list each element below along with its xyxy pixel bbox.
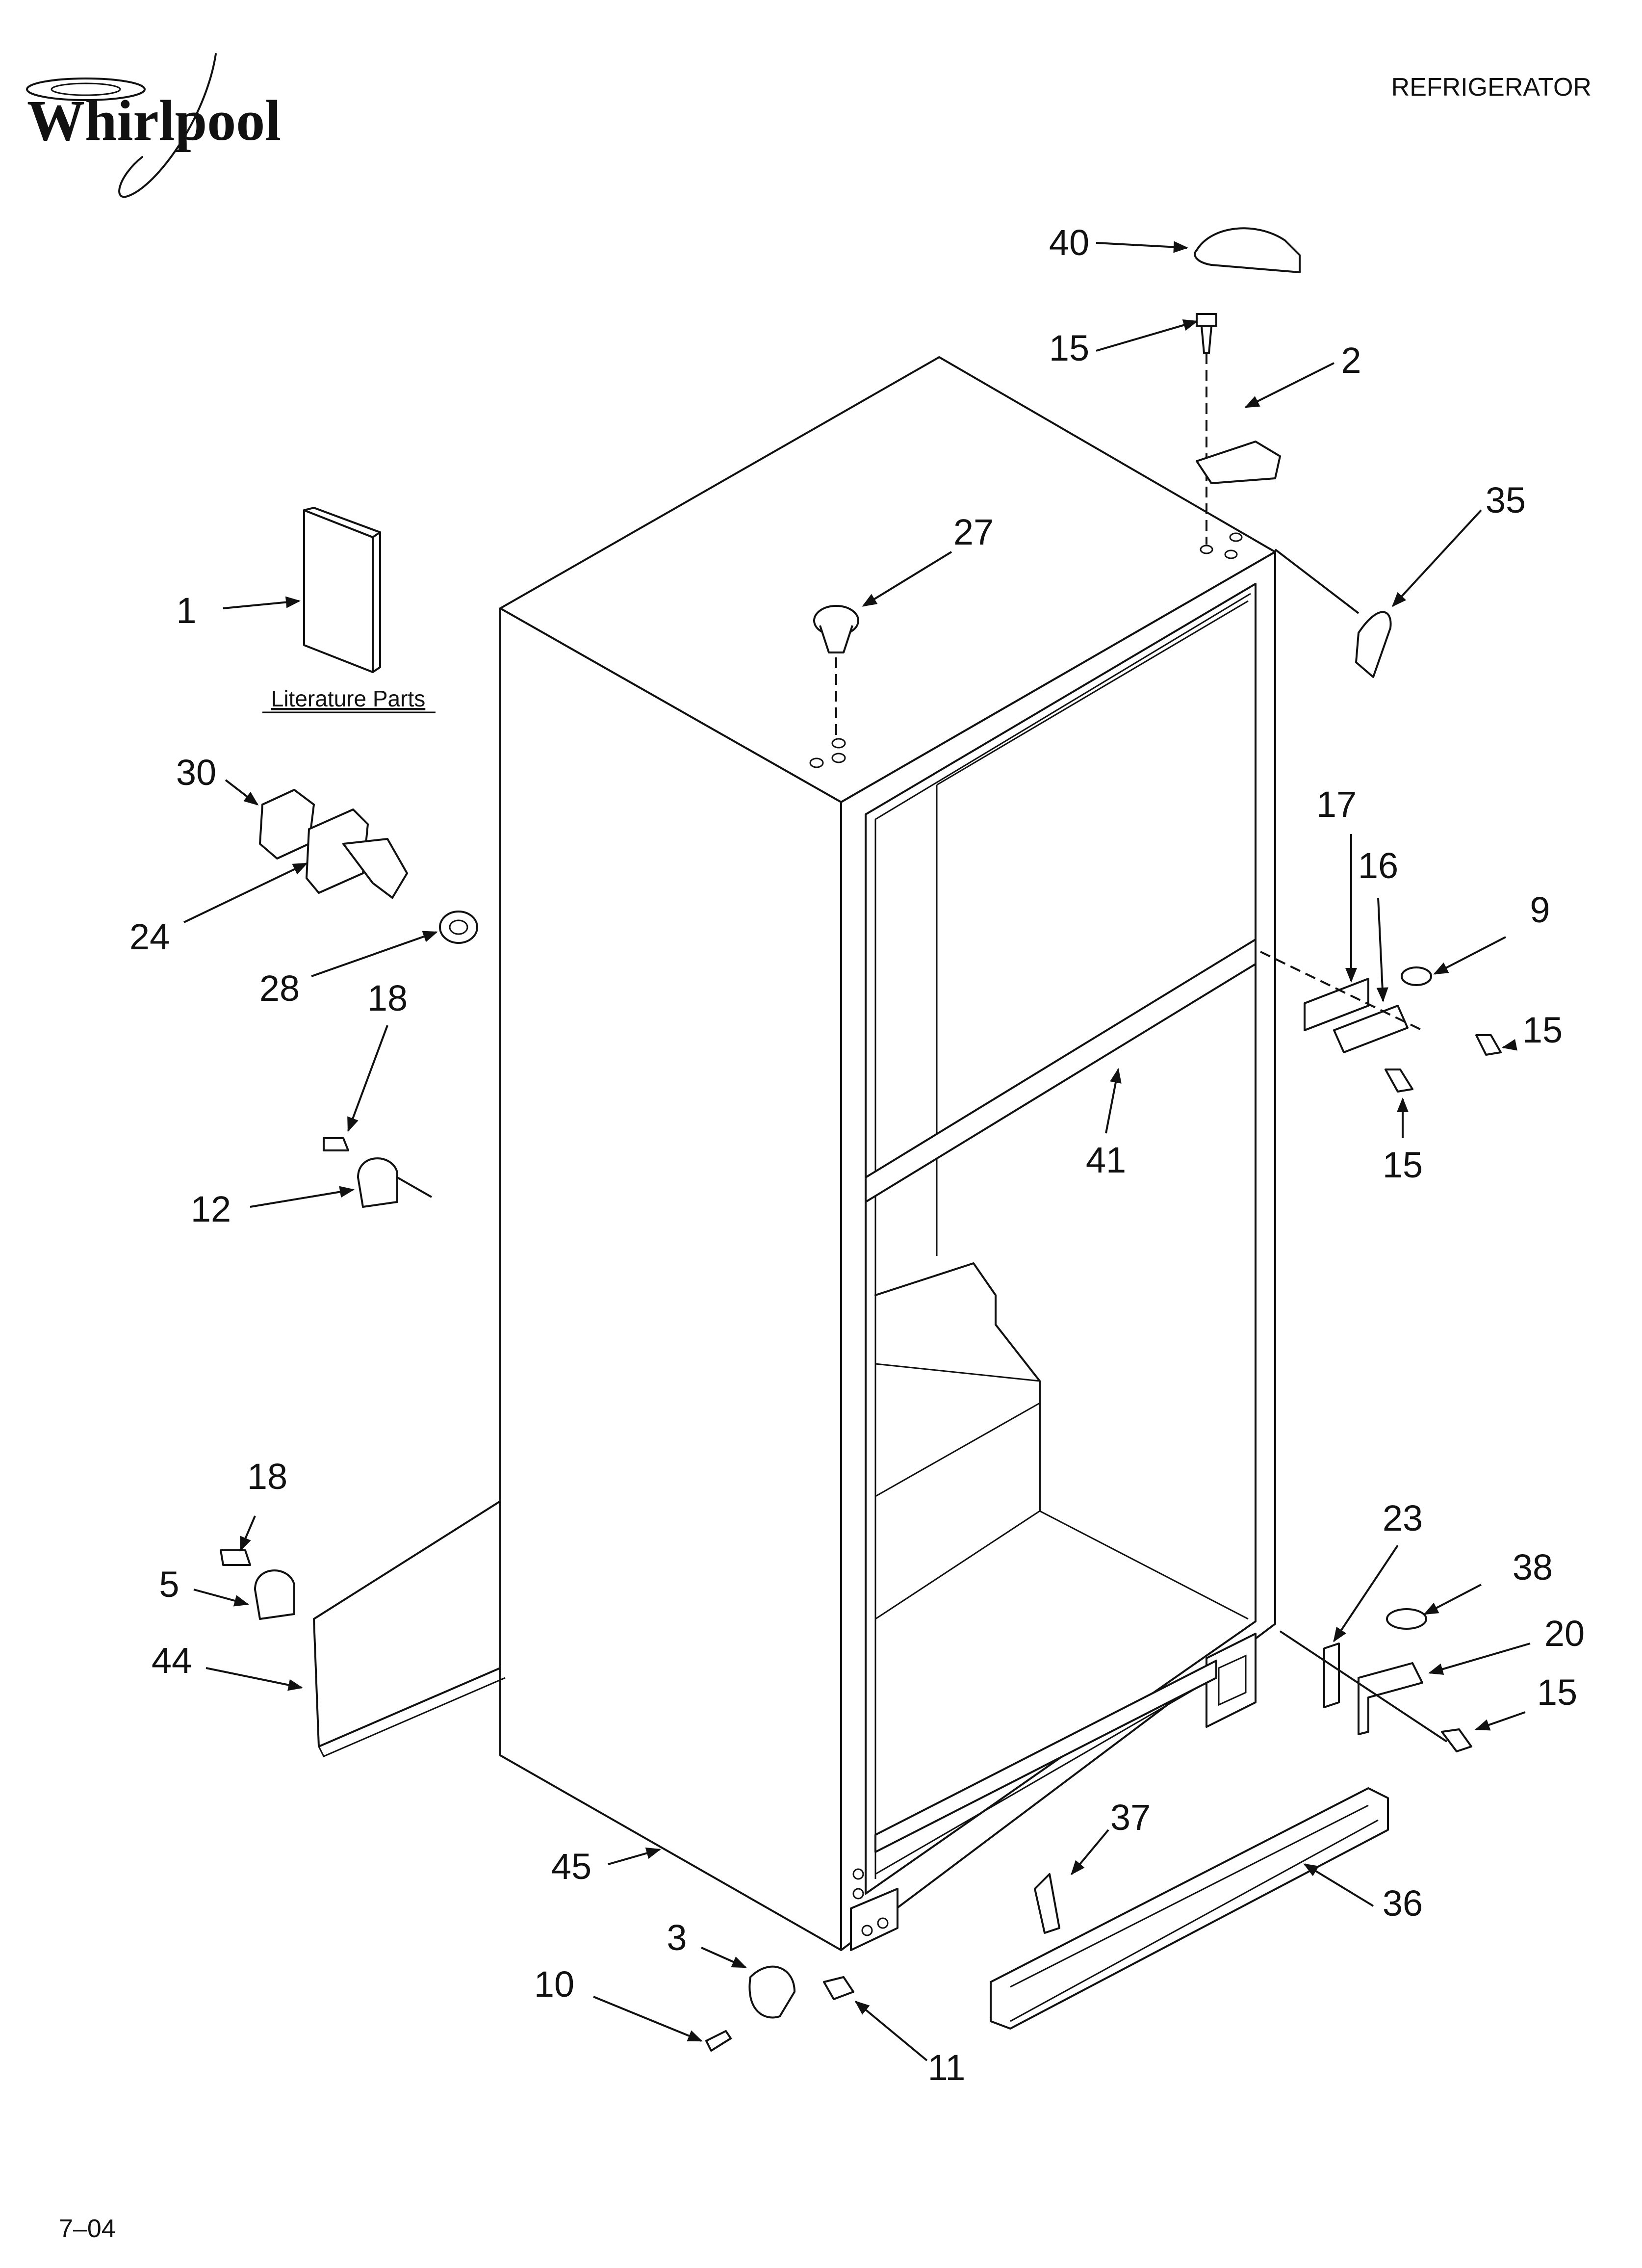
rear-grille-part: [313, 1500, 506, 1757]
callout-3: 3: [667, 1917, 687, 1958]
callout-18-upper: 18: [367, 978, 408, 1018]
callout-27: 27: [953, 512, 994, 552]
pin-part: [705, 2030, 732, 2052]
cabinet-assembly: [499, 356, 1276, 1951]
product-title: REFRIGERATOR: [1391, 73, 1591, 102]
hinge-cap-part: [1194, 227, 1301, 273]
callout-15-mid-right: 15: [1522, 1010, 1563, 1050]
screw-part: [220, 1549, 251, 1566]
callout-5: 5: [159, 1564, 179, 1605]
callout-30: 30: [176, 752, 216, 793]
screw-part: [1196, 313, 1217, 354]
washer-part: [1401, 966, 1432, 986]
callout-11: 11: [928, 2047, 966, 2088]
clamp-part: [357, 1157, 398, 1208]
date-code: 7–04: [59, 2215, 116, 2243]
literature-label: Literature Parts: [271, 686, 425, 711]
valve-part: [306, 808, 408, 899]
callout-2: 2: [1341, 340, 1361, 381]
callout-18-lower: 18: [247, 1456, 287, 1497]
roller-part: [748, 1965, 795, 2019]
bottom-hinge-part: [1358, 1662, 1423, 1735]
callout-10: 10: [534, 1964, 574, 2005]
hinge-cover-part: [1355, 611, 1392, 678]
screw-part: [1385, 1069, 1413, 1093]
escutcheon-part: [259, 789, 315, 860]
leader-lines: [183, 241, 1531, 2061]
base-grille-part: [990, 1787, 1389, 2030]
whirlpool-logo: Whirlpool: [26, 53, 281, 198]
callout-16: 16: [1358, 845, 1398, 886]
plug-part: [813, 605, 859, 653]
clamp-part: [254, 1569, 295, 1620]
bushing-part: [439, 911, 478, 944]
literature-part: [303, 507, 381, 673]
callout-35: 35: [1486, 480, 1526, 521]
callout-40: 40: [1049, 222, 1089, 263]
callout-labels: 1 2 3 5 9 10 11 12 15 15 15 15 16 17 18 …: [129, 222, 1585, 2088]
brand-logo-text: Whirlpool: [27, 88, 281, 153]
callout-44: 44: [152, 1640, 192, 1681]
screw-part: [1475, 1034, 1502, 1056]
shim-part: [1323, 1642, 1340, 1708]
callout-24: 24: [129, 916, 170, 957]
callout-23: 23: [1383, 1498, 1423, 1538]
washer-part: [1386, 1608, 1427, 1630]
callout-15-mid-below: 15: [1383, 1145, 1423, 1185]
grille-clip-part: [1034, 1873, 1060, 1934]
callout-41: 41: [1086, 1140, 1126, 1180]
callout-15-top: 15: [1049, 328, 1089, 368]
callout-37: 37: [1110, 1797, 1151, 1838]
callout-12: 12: [191, 1189, 231, 1229]
callout-45: 45: [551, 1846, 591, 1887]
mullion-part: [865, 938, 1257, 1203]
top-hinge-part: [1196, 441, 1281, 484]
callout-1: 1: [176, 590, 196, 631]
screw-part: [1441, 1728, 1472, 1752]
center-hinge-part: [1333, 1005, 1409, 1053]
screw-part: [823, 1976, 854, 2000]
callout-9: 9: [1530, 889, 1550, 930]
callout-28: 28: [259, 968, 300, 1009]
callout-17: 17: [1316, 784, 1357, 825]
callout-15-bottom: 15: [1537, 1672, 1577, 1713]
callout-38: 38: [1513, 1547, 1553, 1588]
callout-36: 36: [1383, 1883, 1423, 1924]
callout-20: 20: [1544, 1613, 1585, 1654]
hinge-bracket-part: [1304, 978, 1369, 1031]
screw-part: [323, 1137, 349, 1151]
